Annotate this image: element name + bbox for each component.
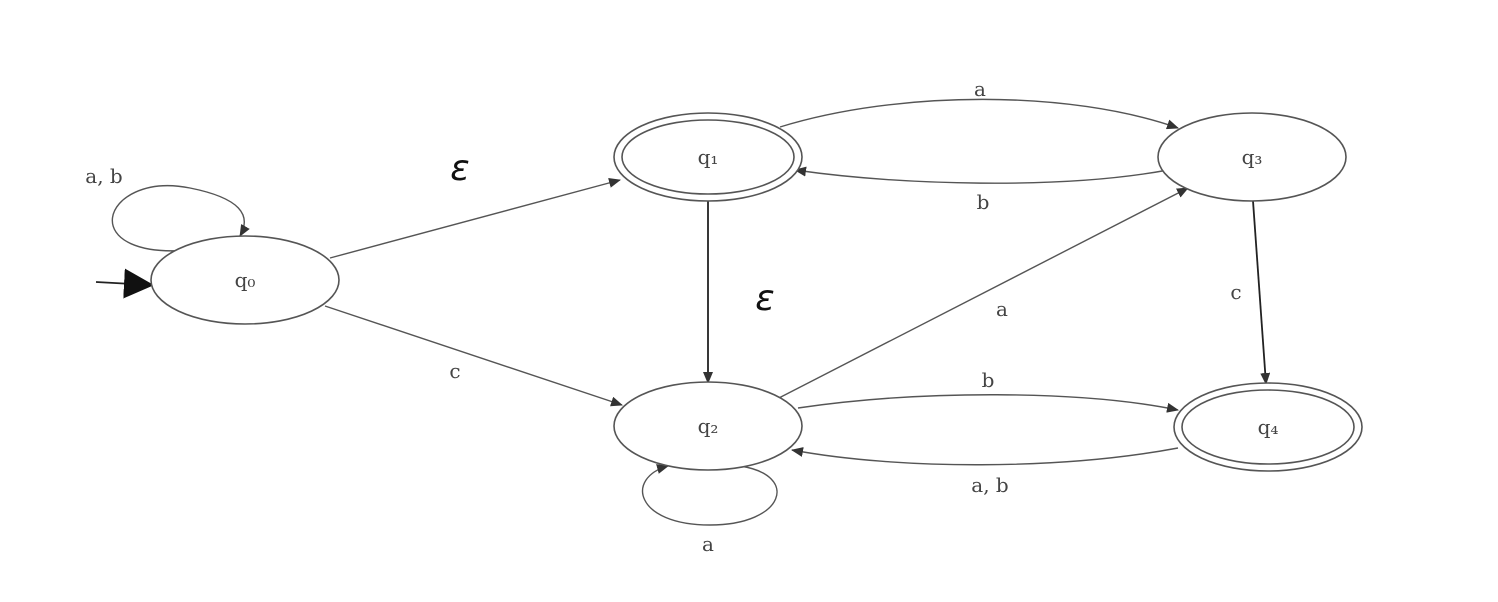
state-q4-label: q₄: [1258, 415, 1279, 439]
edge-q3-q1: [794, 166, 1169, 184]
label-q1-q2: ε: [755, 278, 774, 319]
state-q1-inner: [621, 119, 795, 195]
label-q4-q2: a, b: [971, 473, 1008, 497]
label-loop-q2: a: [702, 532, 714, 556]
label-loop-q0: a, b: [85, 164, 122, 188]
label-q2-q4: b: [982, 368, 995, 392]
label-q3-q4: c: [1230, 280, 1241, 304]
label-q3-q1: b: [977, 190, 990, 214]
label-q0-q1: ε: [450, 148, 469, 189]
loop-q0: [111, 185, 250, 252]
state-q1-label: q₁: [698, 145, 719, 169]
edge-q4-q2: [791, 447, 1179, 466]
label-q2-q3: a: [996, 297, 1008, 321]
state-q2-label: q₂: [698, 414, 719, 438]
edge-q1-q3: [779, 98, 1179, 130]
state-q4-inner: [1181, 389, 1355, 465]
label-q1-q3: a: [974, 77, 986, 101]
state-q2: [613, 381, 803, 471]
edge-q0-q1: [329, 178, 621, 259]
edge-q3-q4: [1252, 200, 1271, 385]
edge-q2-q3: [774, 187, 1189, 401]
loop-q2: [641, 464, 778, 526]
state-q3: [1157, 112, 1347, 202]
edge-q0-q2: [324, 305, 623, 407]
state-q0: [150, 235, 340, 325]
label-q0-q2: c: [449, 359, 460, 383]
state-q3-label: q₃: [1242, 145, 1263, 169]
state-q0-label: q₀: [235, 268, 256, 292]
edge-q2-q4: [797, 394, 1179, 413]
initial-arrow: [95, 268, 154, 299]
